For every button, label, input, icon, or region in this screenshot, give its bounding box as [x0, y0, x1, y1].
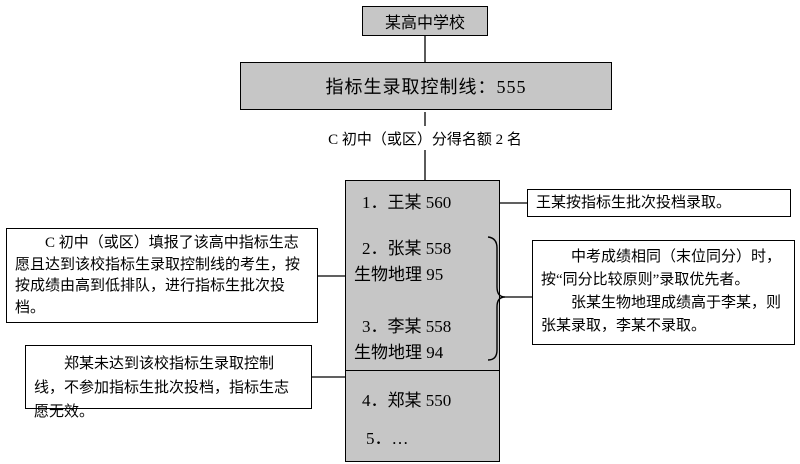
note-tiebreak-paragraph-1: 中考成绩相同（末位同分）时，按“同分比较原则”录取优先者。 [541, 249, 782, 288]
ranking-item-2-sub: 生物地理 95 [354, 265, 444, 284]
ranking-item-1: 1．王某 560 [362, 193, 452, 212]
ranking-box: 1．王某 560 2．张某 558 生物地理 95 3．李某 558 生物地理 … [345, 180, 500, 462]
control-line-label: 指标生录取控制线：555 [325, 77, 527, 97]
school-box-label: 某高中学校 [384, 15, 465, 32]
ranking-item-4: 4．郑某 550 [362, 391, 452, 410]
note-zheng-ineligible: 郑某未达到该校指标生录取控制线，不参加指标生批次投档，指标生志愿无效。 [25, 345, 312, 420]
ranking-item-2: 2．张某 558 [362, 239, 452, 258]
note-eligible-candidates: C 初中（或区）填报了该高中指标生志愿且达到该校指标生录取控制线的考生，按按成绩… [6, 228, 318, 323]
cutoff-divider-line [346, 370, 499, 371]
note-wang-text: 王某按指标生批次投档录取。 [536, 194, 732, 211]
quota-label: C 初中（或区）分得名额 2 名 [328, 132, 522, 148]
school-box: 某高中学校 [362, 6, 488, 36]
ranking-item-3: 3．李某 558 [362, 317, 452, 336]
note-zheng-text: 郑某未达到该校指标生录取控制线，不参加指标生批次投档，指标生志愿无效。 [34, 356, 290, 420]
note-eligible-text: C 初中（或区）填报了该高中指标生志愿且达到该校指标生录取控制线的考生，按按成绩… [15, 235, 301, 316]
ranking-item-3-sub: 生物地理 94 [354, 343, 444, 362]
note-wang-admitted: 王某按指标生批次投档录取。 [527, 189, 791, 217]
note-tiebreak-rule: 中考成绩相同（末位同分）时，按“同分比较原则”录取优先者。 张某生物地理成绩高于… [532, 240, 795, 345]
note-tiebreak-paragraph-2: 张某生物地理成绩高于李某，则张某录取，李某不录取。 [541, 295, 782, 334]
ranking-item-5: 5．… [366, 429, 409, 448]
control-line-box: 指标生录取控制线：555 [240, 62, 612, 110]
